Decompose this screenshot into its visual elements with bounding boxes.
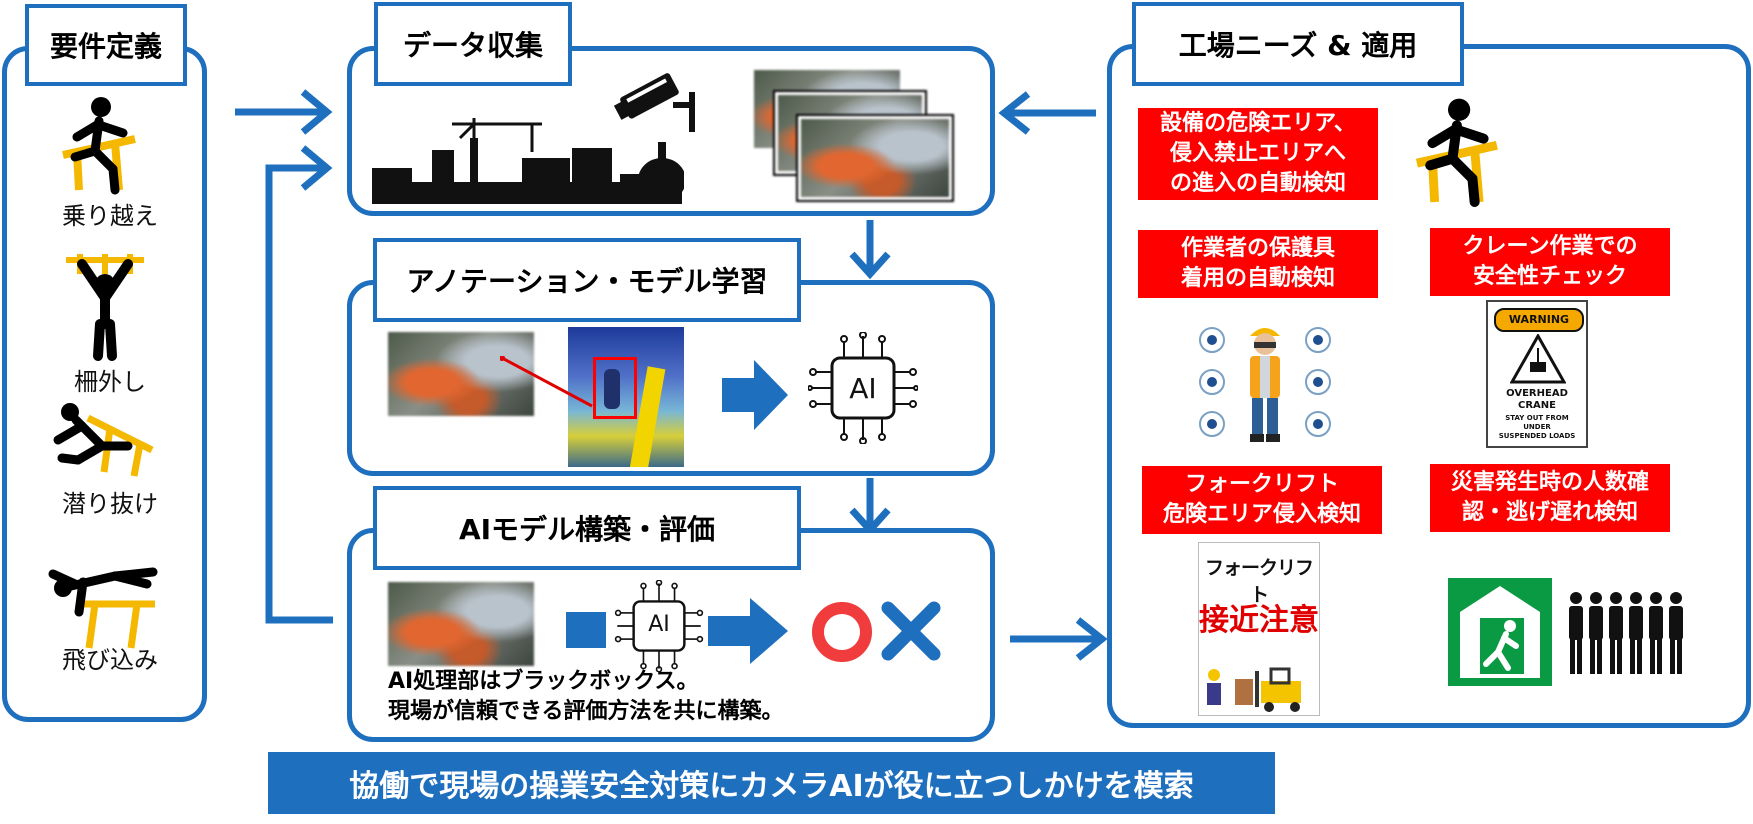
security-camera-icon bbox=[613, 73, 695, 132]
warning-header: WARNING bbox=[1494, 308, 1584, 332]
crawling-under-icon bbox=[53, 403, 154, 477]
flow-arrows-left bbox=[235, 89, 333, 624]
requirements-title: 要件定義 bbox=[25, 4, 187, 86]
person-figure bbox=[604, 369, 620, 409]
ai-chip-label: AI bbox=[849, 372, 877, 405]
need-headcount-detection: 災害発生時の人数確 認・逃げ遅れ検知 bbox=[1430, 464, 1670, 532]
factory-title: 工場ニーズ & 適用 bbox=[1132, 2, 1464, 86]
requirement-item-label: 飛び込み bbox=[62, 646, 158, 674]
arrow-right-icon bbox=[708, 598, 788, 664]
crane-hazard-triangle-icon bbox=[1510, 334, 1566, 384]
ai-chip-icon bbox=[808, 332, 918, 444]
emergency-exit-icon bbox=[1448, 578, 1552, 686]
model-note-line1: AI処理部はブラックボックス。 bbox=[388, 669, 699, 694]
flow-arrow-to-factory bbox=[1010, 617, 1108, 661]
climbing-over-icon bbox=[62, 97, 136, 195]
warning-line1: OVERHEAD bbox=[1506, 388, 1568, 399]
summary-banner: 協働で現場の操業安全対策にカメラAIが役に立つしかけを模索 bbox=[268, 752, 1275, 814]
forklift-sign-line2: 接近注意 bbox=[1199, 603, 1319, 638]
climbing-over-icon bbox=[1415, 98, 1498, 207]
warning-line3: STAY OUT FROM bbox=[1505, 414, 1569, 422]
model-input-image bbox=[388, 582, 534, 666]
crane-warning-sign: WARNING OVERHEAD CRANE STAY OUT FROM UND… bbox=[1486, 300, 1588, 448]
warning-line4: UNDER bbox=[1523, 423, 1551, 431]
model-build-title: AIモデル構築・評価 bbox=[373, 486, 801, 570]
flow-arrow-down-1 bbox=[849, 220, 891, 280]
need-forklift-detection: フォークリフト 危険エリア侵入検知 bbox=[1142, 466, 1382, 534]
ai-chip-label: AI bbox=[648, 612, 670, 637]
warning-line5: SUSPENDED LOADS bbox=[1498, 432, 1576, 440]
annotated-frame-image bbox=[568, 327, 684, 467]
forklift-caution-sign: フォークリフト 接近注意 bbox=[1198, 542, 1320, 716]
detection-bounding-box bbox=[593, 357, 637, 419]
requirement-item-label: 柵外し bbox=[74, 368, 146, 396]
need-restricted-area: 設備の危険エリア、 侵入禁止エリアへ の進入の自動検知 bbox=[1138, 108, 1378, 200]
factory-skyline-icon bbox=[372, 118, 684, 204]
ai-chip-icon bbox=[614, 580, 704, 672]
jumping-in-icon bbox=[48, 567, 158, 649]
annotation-source-image bbox=[388, 332, 534, 416]
requirement-item-label: 乗り越え bbox=[62, 202, 158, 230]
arrow-right-icon bbox=[722, 360, 788, 430]
people-group-icon bbox=[1569, 592, 1683, 674]
incorrect-cross-icon bbox=[881, 601, 941, 661]
annotation-pointer-line bbox=[500, 356, 593, 408]
data-collection-title: データ収集 bbox=[374, 2, 572, 86]
correct-circle-icon bbox=[812, 602, 872, 662]
need-ppe-detection: 作業者の保護具 着用の自動検知 bbox=[1138, 230, 1378, 298]
forklift-icon bbox=[1207, 667, 1301, 712]
requirement-item-label: 潜り抜け bbox=[62, 490, 158, 518]
removing-fence-icon bbox=[66, 254, 144, 361]
warning-line2: CRANE bbox=[1518, 400, 1556, 411]
forklift-sign-line1: フォークリフト bbox=[1204, 557, 1314, 606]
flow-arrow-from-factory bbox=[998, 91, 1096, 135]
annotation-title: アノテーション・モデル学習 bbox=[373, 238, 801, 322]
input-square-icon bbox=[566, 612, 606, 648]
ppe-worker-icon bbox=[1199, 327, 1331, 442]
need-crane-safety: クレーン作業での 安全性チェック bbox=[1430, 228, 1670, 296]
model-note-line2: 現場が信頼できる評価方法を共に構築。 bbox=[388, 699, 784, 724]
collected-image-3 bbox=[798, 116, 952, 200]
